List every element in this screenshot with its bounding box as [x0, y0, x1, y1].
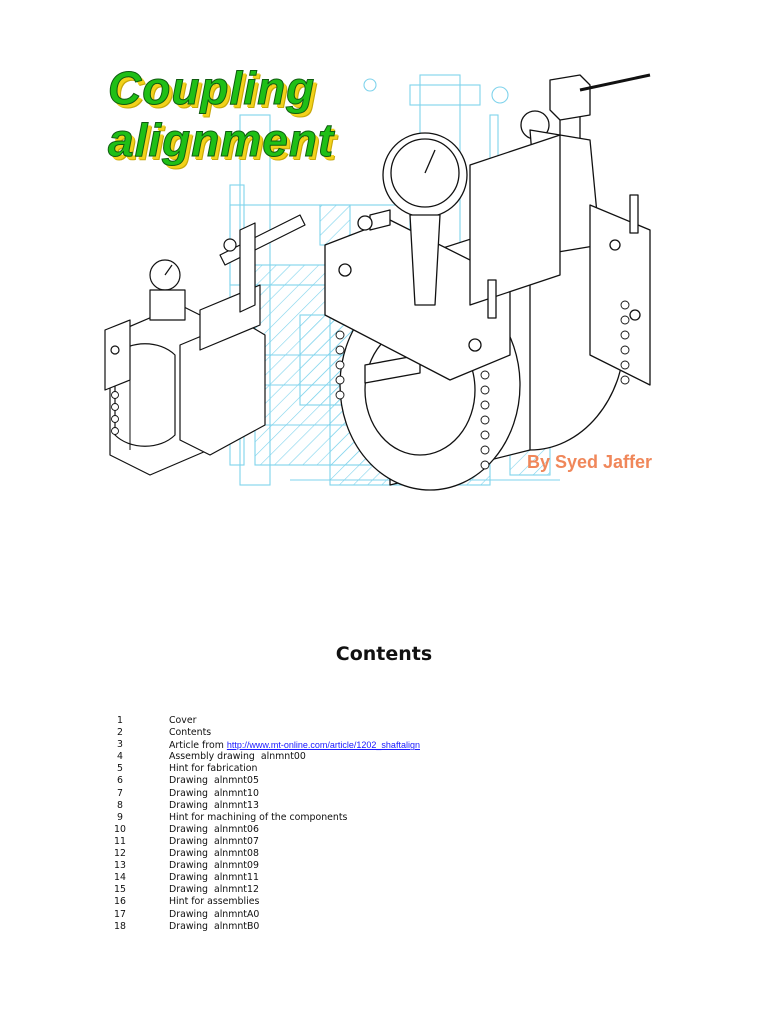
toc-page-number: 16: [114, 896, 126, 908]
toc-entry-text: Drawing alnmnt13: [169, 799, 259, 811]
toc-entry-text: Drawing alnmnt06: [169, 823, 259, 835]
toc-entry-title: Drawing alnmnt05: [169, 775, 259, 787]
coupling-alignment-illustration: [104, 73, 651, 491]
toc-entry-text: Drawing alnmntB0: [169, 920, 260, 932]
toc-page-number: 15: [114, 884, 126, 896]
toc-entry-title: Drawing alnmnt11: [169, 872, 259, 884]
toc-page-number: 4: [117, 751, 123, 763]
toc-entry-title: Cover: [169, 715, 196, 727]
toc-entry-text: Hint for machining of the components: [169, 811, 348, 823]
toc-entry-title: Hint for fabrication: [169, 763, 257, 775]
left-fixture-drawing: [104, 214, 306, 476]
contents-heading: Contents: [335, 643, 433, 665]
cover-title-line-2: alignment: [107, 114, 335, 167]
toc-entry-text: Drawing alnmnt08: [169, 848, 259, 860]
toc-entry-title: Contents: [169, 727, 211, 739]
toc-entry-text: Article from: [169, 740, 227, 752]
toc-entry-title: Drawing alnmnt07: [169, 836, 259, 848]
toc-page-number: 12: [114, 848, 126, 860]
toc-entry-text: Hint for assemblies: [169, 896, 260, 908]
toc-entry-text: Drawing alnmnt09: [169, 860, 259, 872]
cover-title-line-1: Coupling: [107, 62, 316, 115]
toc-entry-text: Assembly drawing alnmnt00: [169, 751, 306, 763]
toc-page-number: 10: [114, 823, 126, 835]
toc-entry-title: Drawing alnmnt09: [169, 860, 259, 872]
toc-page-number: 1: [117, 715, 123, 726]
toc-entry-title: Hint for machining of the components: [169, 812, 347, 824]
toc-entry-text: Drawing alnmnt07: [169, 835, 259, 847]
toc-entry-title: Drawing alnmnt10: [169, 788, 259, 800]
toc-entry-title: Drawing alnmnt12: [169, 884, 259, 896]
toc-page-number: 3: [117, 739, 123, 751]
toc-entry-text: Drawing alnmnt05: [169, 775, 259, 787]
toc-entry-text: Hint for fabrication: [169, 763, 258, 775]
toc-entry-title: Drawing alnmnt13: [169, 800, 259, 812]
toc-entry-title: Drawing alnmnt08: [169, 848, 259, 860]
toc-page-number: 2: [117, 727, 123, 739]
toc-entry-text: Drawing alnmnt10: [169, 787, 259, 799]
toc-page-number: 8: [117, 799, 123, 811]
toc-entry-text: Contents: [169, 727, 212, 739]
article-link[interactable]: http://www.mt-online.com/article/1202_sh…: [226, 740, 420, 751]
toc-page-number: 11: [114, 835, 126, 847]
toc-page-number: 13: [114, 860, 126, 872]
toc-entry-title: Drawing alnmnt06: [169, 824, 259, 836]
toc-entry-text: Drawing alnmntA0: [169, 908, 260, 920]
main-fixture-drawing: [324, 73, 651, 491]
toc-page-number: 18: [114, 920, 126, 932]
toc-page-number: 17: [114, 908, 126, 920]
toc-page-number: 7: [117, 787, 123, 799]
toc-entry-title: Article from http://www.mt-online.com/ar…: [169, 739, 420, 752]
toc-page-number: 6: [117, 775, 123, 787]
toc-entry-title: Drawing alnmntB0: [169, 921, 259, 933]
toc-page-number: 9: [117, 811, 123, 823]
toc-page-number: 5: [117, 763, 123, 775]
cover-title: Coupling alignment: [107, 62, 335, 167]
toc-entry-text: Drawing alnmnt12: [169, 884, 259, 896]
author-credit: By Syed Jaffer: [527, 452, 653, 472]
toc-entry-title: Drawing alnmntA0: [169, 909, 259, 921]
toc-entry-text: Drawing alnmnt11: [169, 872, 259, 884]
toc-page-number: 14: [114, 872, 126, 884]
toc-entry-text: Cover: [169, 715, 197, 726]
toc-entry-title: Assembly drawing alnmnt00: [169, 751, 306, 763]
toc-entry-title: Hint for assemblies: [169, 896, 259, 908]
